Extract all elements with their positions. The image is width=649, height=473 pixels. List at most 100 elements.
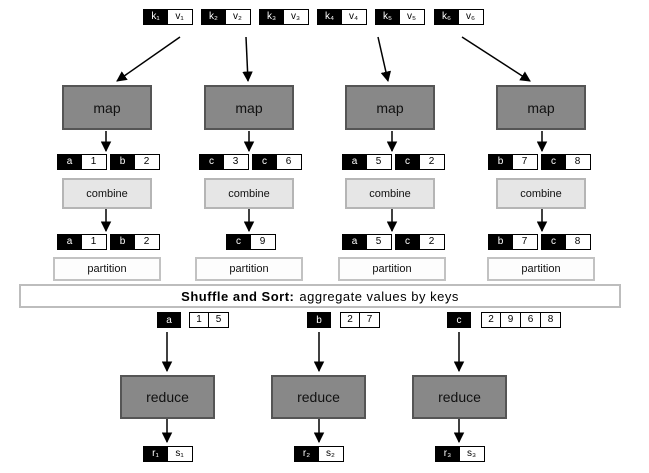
kv-value: 5 bbox=[366, 155, 390, 169]
input-pair: k₄ v₄ bbox=[317, 9, 367, 25]
kv-pair: b 2 bbox=[110, 154, 160, 170]
shuffle-sort-bar: Shuffle and Sort: aggregate values by ke… bbox=[19, 284, 621, 308]
output-key: r₃ bbox=[436, 447, 459, 461]
output-key: r₁ bbox=[144, 447, 167, 461]
partition-box: partition bbox=[53, 257, 161, 281]
kv-value: 8 bbox=[565, 235, 589, 249]
map-box: map bbox=[204, 85, 294, 130]
kv-value: 1 bbox=[81, 155, 105, 169]
map-output: b 7 c 8 bbox=[488, 154, 591, 170]
output-key: r₂ bbox=[295, 447, 318, 461]
kv-key: a bbox=[58, 235, 81, 249]
output-value: s₃ bbox=[459, 447, 483, 461]
input-pair: k₁ v₁ bbox=[143, 9, 193, 25]
partition-box: partition bbox=[338, 257, 446, 281]
group-value: 5 bbox=[209, 312, 229, 328]
kv-pair: c 2 bbox=[395, 154, 445, 170]
output-pair: r₁ s₁ bbox=[143, 446, 193, 462]
combine-output: b 7 c 8 bbox=[488, 234, 591, 250]
kv-key: b bbox=[111, 155, 134, 169]
kv-pair: c 8 bbox=[541, 154, 591, 170]
group-key: a bbox=[157, 312, 181, 328]
kv-pair: c 3 bbox=[199, 154, 249, 170]
shuffle-title: Shuffle and Sort: bbox=[181, 288, 295, 304]
kv-key: c bbox=[396, 155, 419, 169]
output-pair: r₃ s₃ bbox=[435, 446, 485, 462]
map-box: map bbox=[345, 85, 435, 130]
shuffle-description: aggregate values by keys bbox=[299, 288, 459, 304]
input-key: k₂ bbox=[202, 10, 225, 24]
arrow-input-map-1 bbox=[116, 36, 181, 82]
group-value: 6 bbox=[521, 312, 541, 328]
reduce-box: reduce bbox=[271, 375, 366, 419]
input-value: v₁ bbox=[167, 10, 191, 24]
input-key: k₃ bbox=[260, 10, 283, 24]
reduce-box: reduce bbox=[412, 375, 507, 419]
output-value: s₁ bbox=[167, 447, 191, 461]
kv-pair: a 1 bbox=[57, 154, 107, 170]
kv-key: b bbox=[111, 235, 134, 249]
kv-key: c bbox=[396, 235, 419, 249]
input-pair: k₆ v₆ bbox=[434, 9, 484, 25]
kv-value: 8 bbox=[565, 155, 589, 169]
group-value: 2 bbox=[481, 312, 501, 328]
kv-key: c bbox=[227, 235, 250, 249]
partition-box: partition bbox=[195, 257, 303, 281]
kv-value: 6 bbox=[276, 155, 300, 169]
map-output: c 3 c 6 bbox=[199, 154, 302, 170]
kv-value: 5 bbox=[366, 235, 390, 249]
kv-pair: c 8 bbox=[541, 234, 591, 250]
kv-key: a bbox=[343, 235, 366, 249]
kv-key: c bbox=[542, 155, 565, 169]
kv-key: a bbox=[58, 155, 81, 169]
kv-value: 7 bbox=[512, 155, 536, 169]
group-values: 1 5 bbox=[189, 312, 229, 328]
kv-pair: b 2 bbox=[110, 234, 160, 250]
input-pair: k₂ v₂ bbox=[201, 9, 251, 25]
input-value: v₃ bbox=[283, 10, 307, 24]
kv-value: 2 bbox=[419, 155, 443, 169]
arrow-input-map-3 bbox=[377, 36, 392, 83]
group-value: 8 bbox=[541, 312, 561, 328]
map-output: a 5 c 2 bbox=[342, 154, 445, 170]
kv-key: b bbox=[489, 155, 512, 169]
input-key: k₁ bbox=[144, 10, 167, 24]
combine-output: a 5 c 2 bbox=[342, 234, 445, 250]
combine-output: a 1 b 2 bbox=[57, 234, 160, 250]
input-key: k₄ bbox=[318, 10, 341, 24]
group-key: c bbox=[447, 312, 471, 328]
map-box: map bbox=[62, 85, 152, 130]
kv-key: c bbox=[200, 155, 223, 169]
reduce-box: reduce bbox=[120, 375, 215, 419]
group-values: 2 7 bbox=[340, 312, 380, 328]
input-key: k₅ bbox=[376, 10, 399, 24]
group-value: 9 bbox=[501, 312, 521, 328]
input-value: v₅ bbox=[399, 10, 423, 24]
kv-value: 2 bbox=[134, 155, 158, 169]
kv-value: 1 bbox=[81, 235, 105, 249]
input-pair: k₃ v₃ bbox=[259, 9, 309, 25]
kv-value: 9 bbox=[250, 235, 274, 249]
kv-pair: a 1 bbox=[57, 234, 107, 250]
kv-key: a bbox=[343, 155, 366, 169]
group-key: b bbox=[307, 312, 331, 328]
kv-key: c bbox=[253, 155, 276, 169]
arrow-input-map-4 bbox=[461, 36, 531, 82]
kv-value: 7 bbox=[512, 235, 536, 249]
kv-pair: a 5 bbox=[342, 154, 392, 170]
group-value: 7 bbox=[360, 312, 380, 328]
input-value: v₆ bbox=[458, 10, 482, 24]
output-pair: r₂ s₂ bbox=[294, 446, 344, 462]
combine-box: combine bbox=[204, 178, 294, 209]
kv-value: 2 bbox=[134, 235, 158, 249]
input-pair: k₅ v₅ bbox=[375, 9, 425, 25]
kv-pair: c 2 bbox=[395, 234, 445, 250]
input-value: v₄ bbox=[341, 10, 365, 24]
combine-box: combine bbox=[496, 178, 586, 209]
kv-pair: c 9 bbox=[226, 234, 276, 250]
group-values: 2 9 6 8 bbox=[481, 312, 561, 328]
input-key: k₆ bbox=[435, 10, 458, 24]
kv-pair: b 7 bbox=[488, 234, 538, 250]
